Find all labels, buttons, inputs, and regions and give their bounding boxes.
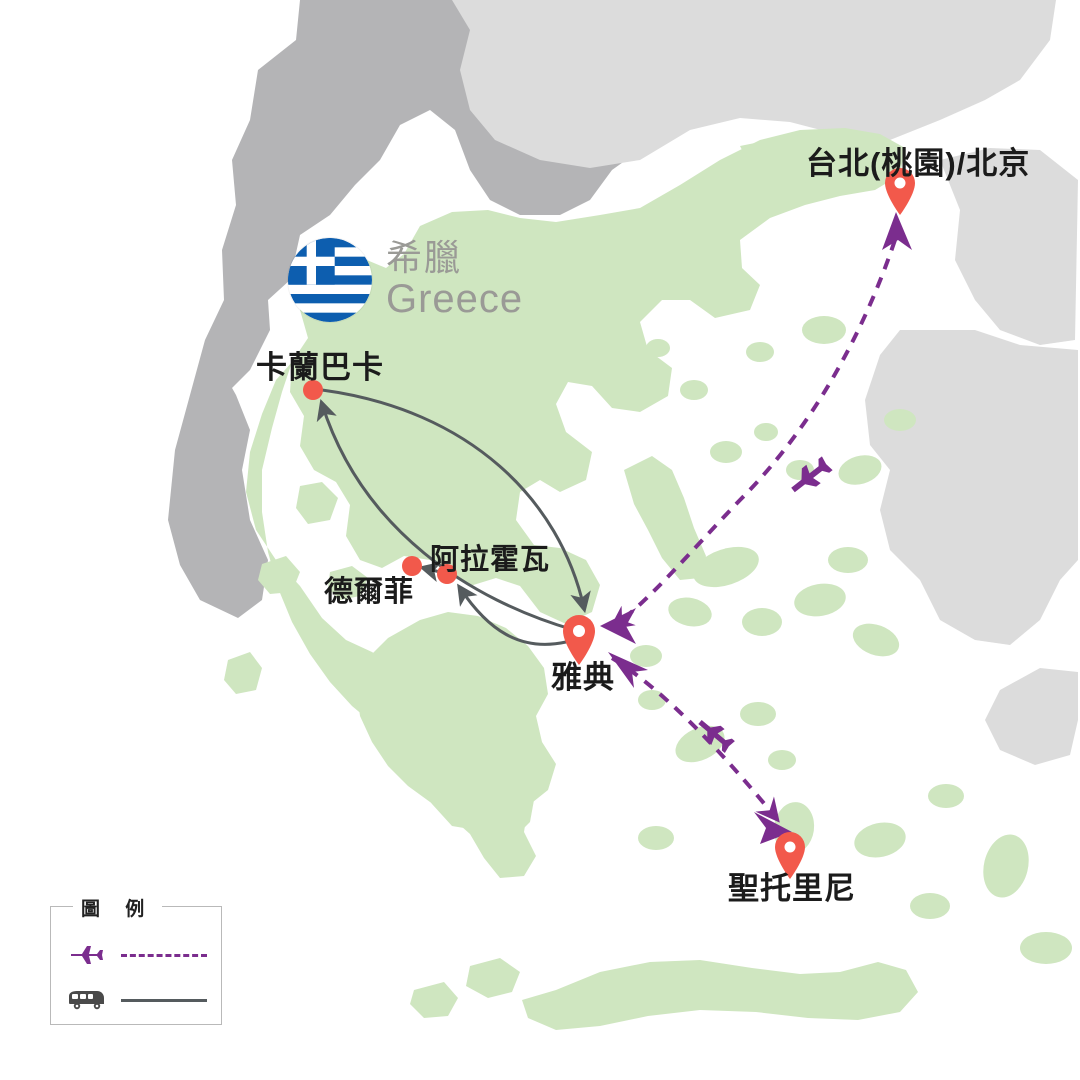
bus-route-athens-to-arachova[interactable]: [457, 583, 568, 646]
place-label-taipei-beijing[interactable]: 台北(桃園)/北京: [806, 146, 1031, 181]
country-brand: 希臘 Greece: [288, 238, 523, 322]
arrowhead-into-taipei: [882, 212, 912, 250]
legend-bus-line: [121, 998, 207, 1002]
map-pin-santorini[interactable]: [775, 832, 805, 879]
place-label-arachova[interactable]: 阿拉霍瓦: [430, 544, 551, 576]
bus-route-arachova-to-delphi[interactable]: [418, 561, 442, 583]
bus-routes: [316, 388, 591, 646]
airplane-icon-santorini-route: [698, 720, 735, 754]
bus-route-kalambaka-to-athens[interactable]: [320, 388, 591, 614]
country-brand-text: 希臘 Greece: [386, 240, 523, 320]
neighbor-land-light: [452, 0, 1078, 765]
airplane-icon-taipei-route: [791, 456, 833, 493]
legend-item-air[interactable]: [65, 942, 207, 968]
place-label-kalambaka[interactable]: 卡蘭巴卡: [256, 350, 384, 385]
air-arrowheads-athens: [600, 608, 648, 688]
dot-marker-kalambaka[interactable]: [303, 380, 323, 400]
place-label-santorini[interactable]: 聖托里尼: [728, 871, 856, 906]
country-name-cn: 希臘: [386, 237, 463, 279]
arrowhead-into-santorini: [754, 812, 792, 844]
arrowhead-into-athens-from-taipei: [600, 608, 636, 644]
greece-flag-circle-icon: [288, 238, 372, 322]
legend-air-line: [121, 953, 207, 957]
map-pin-athens[interactable]: [563, 615, 595, 665]
city-dot-markers: [303, 380, 457, 584]
legend-box: 圖 例: [50, 894, 222, 1025]
place-label-athens[interactable]: 雅典: [551, 660, 615, 695]
air-arrowhead-santorini: [754, 812, 792, 844]
arrowhead-into-athens-from-santorini: [608, 652, 648, 688]
dot-marker-arachova[interactable]: [437, 564, 457, 584]
bus-route-athens-to-kalambaka[interactable]: [316, 398, 576, 632]
legend-title: 圖 例: [73, 894, 163, 921]
dot-marker-delphi[interactable]: [402, 556, 422, 576]
air-arrowhead-taipei: [882, 212, 912, 250]
place-label-delphi[interactable]: 德爾菲: [324, 576, 415, 608]
legend-item-bus[interactable]: [65, 987, 207, 1013]
country-name-en: Greece: [386, 276, 524, 321]
map-pin-taipei-beijing[interactable]: [885, 168, 915, 215]
air-route-taipei-to-athens[interactable]: [609, 239, 897, 630]
bus-icon: [65, 987, 109, 1013]
airplane-icon: [65, 942, 109, 968]
greece-land: [224, 128, 905, 878]
